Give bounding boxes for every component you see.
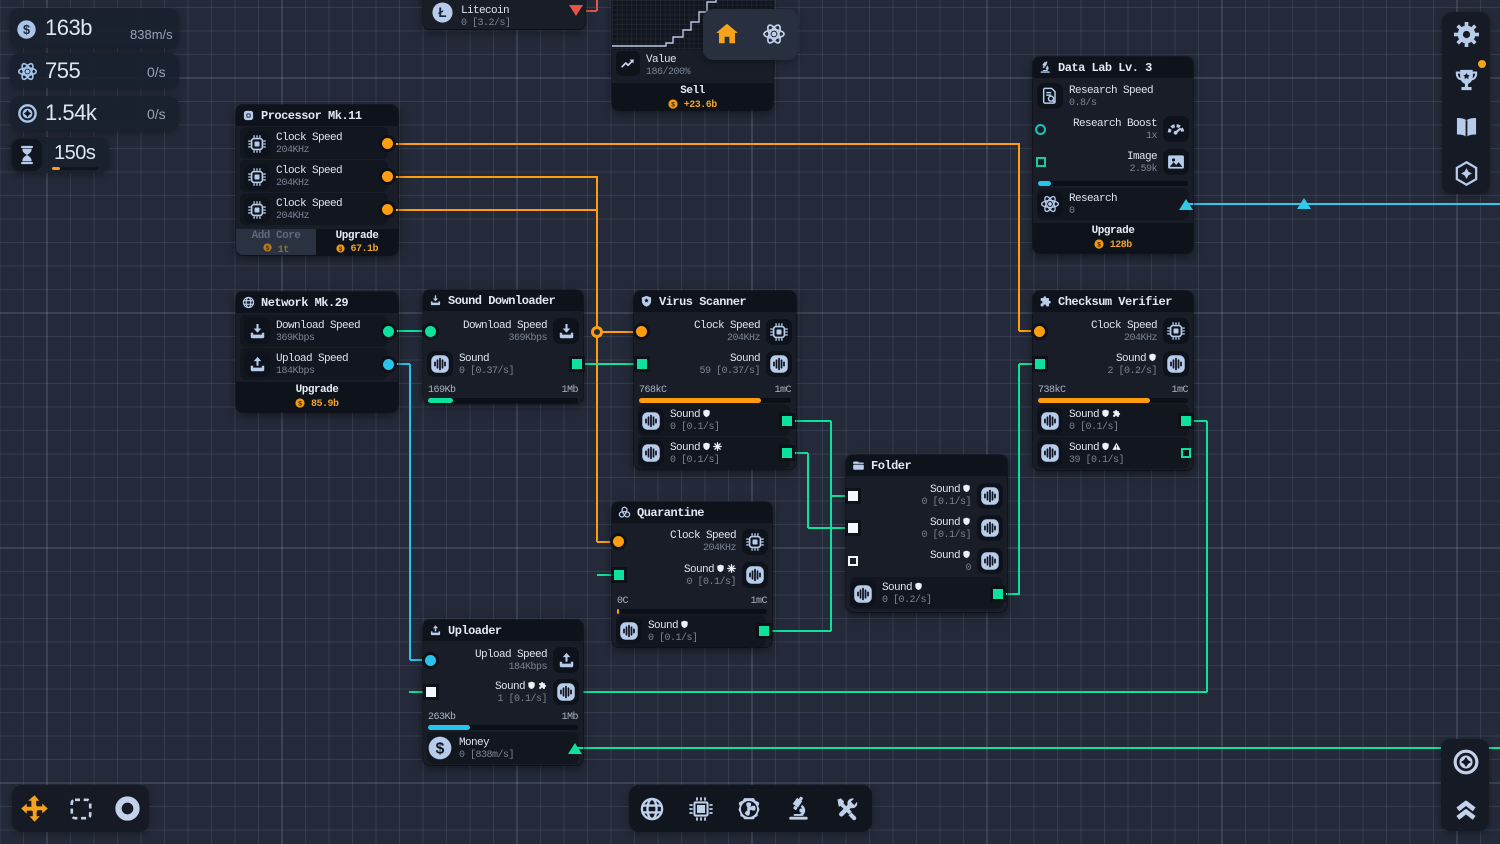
svg-text:Ł: Ł: [438, 5, 446, 20]
svg-text:$: $: [299, 401, 303, 408]
svg-text:$: $: [339, 247, 343, 253]
svg-text:$: $: [1097, 242, 1101, 249]
svg-text:$: $: [23, 23, 30, 37]
svg-text:$: $: [436, 740, 445, 757]
svg-text:$: $: [266, 246, 270, 252]
svg-text:$: $: [671, 102, 675, 109]
